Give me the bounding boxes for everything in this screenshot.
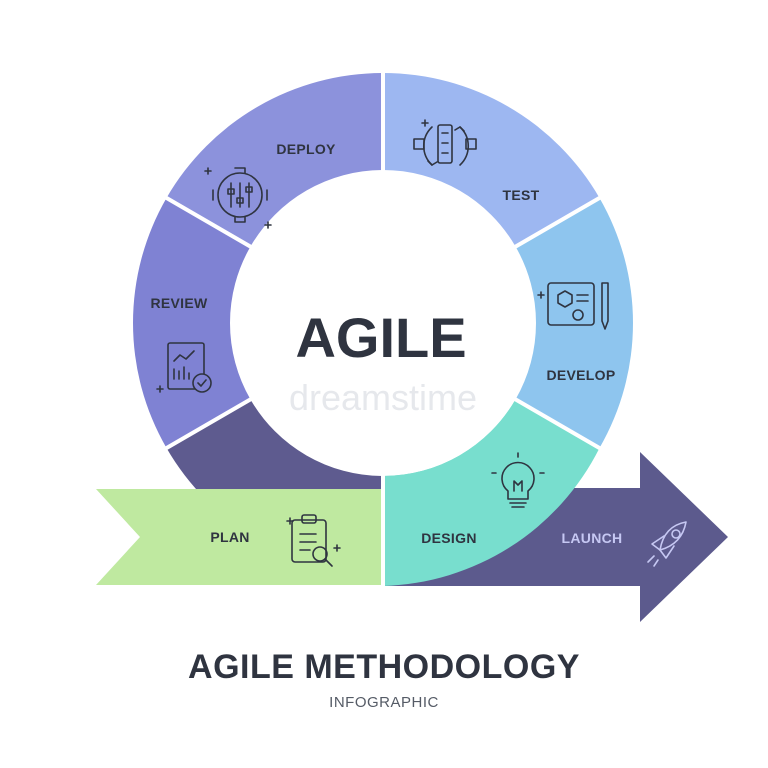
- develop-segment: [515, 198, 633, 448]
- center-circle: [232, 172, 534, 474]
- phase-label-launch: LAUNCH: [562, 530, 623, 546]
- segment-dividers: [162, 70, 604, 588]
- footer-subtitle: INFOGRAPHIC: [329, 694, 439, 711]
- sparkle-decorations: [156, 119, 545, 552]
- plan-banner: [96, 489, 381, 585]
- phase-label-develop: DEVELOP: [546, 367, 615, 383]
- design-segment-extension: [383, 399, 600, 586]
- clipboard-search-icon: [291, 514, 333, 567]
- phase-label-test: TEST: [503, 187, 540, 203]
- deploy-segment: [166, 73, 383, 247]
- blueprint-pencil-icon: [547, 282, 609, 330]
- report-check-icon: [167, 342, 212, 393]
- footer-title: AGILE METHODOLOGY: [188, 648, 580, 686]
- test-segment: [383, 73, 600, 247]
- center-title: AGILE: [295, 306, 466, 369]
- phase-label-design: DESIGN: [421, 530, 476, 546]
- rocket-icon: [647, 521, 687, 567]
- phase-label-deploy: DEPLOY: [276, 141, 336, 157]
- phase-label-review: REVIEW: [150, 295, 208, 311]
- phase-label-plan: PLAN: [210, 529, 249, 545]
- gear-sliders-icon: [212, 167, 268, 223]
- watermark-text: dreamstime: [289, 377, 477, 418]
- review-segment: [133, 198, 251, 448]
- lightbulb-icon: [491, 452, 545, 508]
